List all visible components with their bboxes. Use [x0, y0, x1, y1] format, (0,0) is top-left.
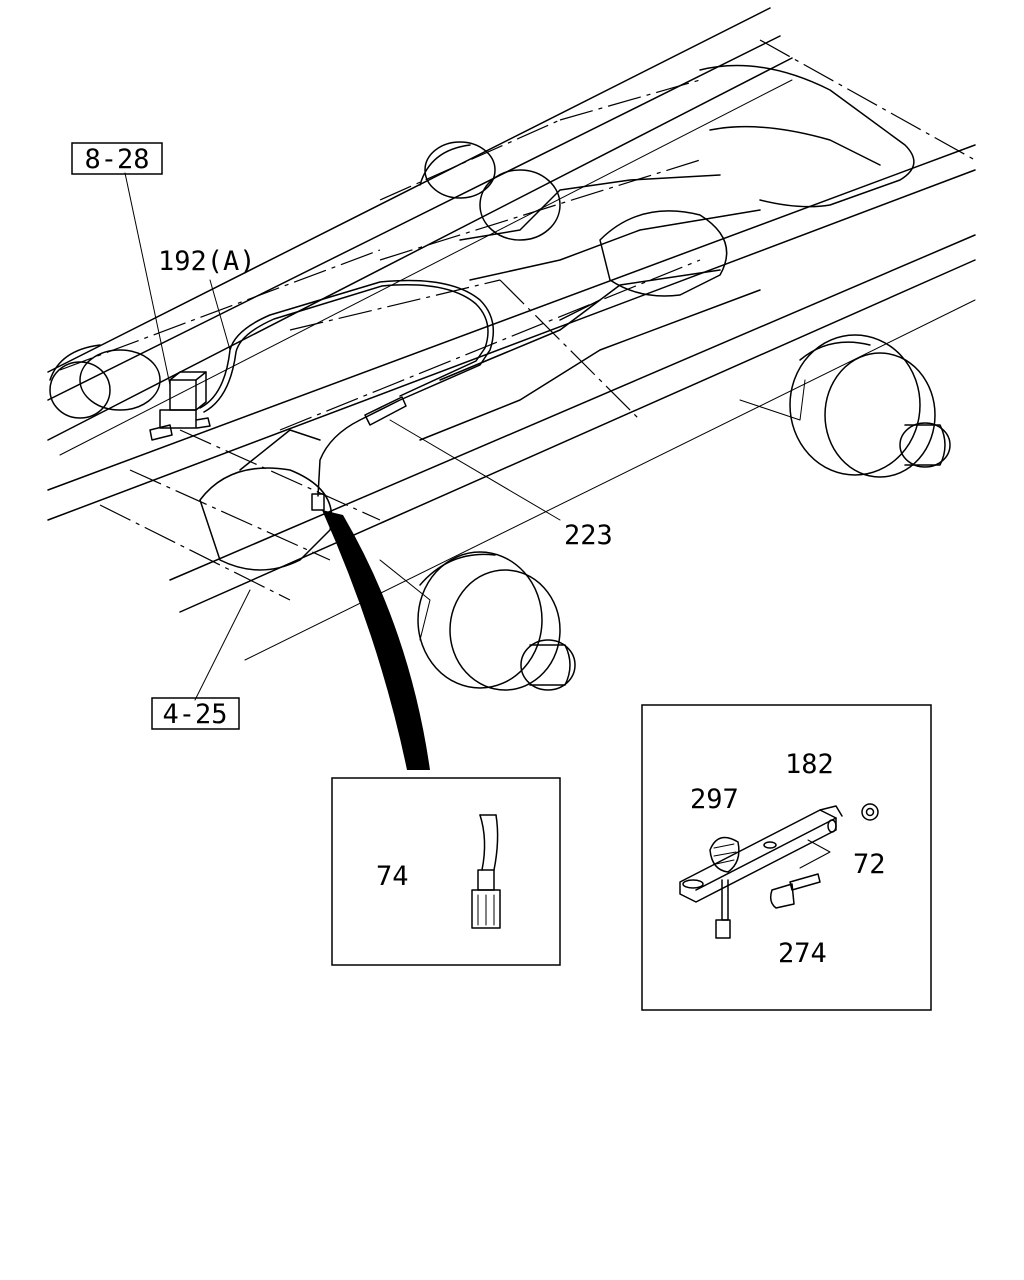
detail-box-bracket	[641, 704, 932, 1011]
hose-connector	[311, 493, 325, 511]
detail-pointer	[322, 510, 430, 770]
rear-hub-upper	[419, 141, 561, 241]
front-hub-right	[739, 334, 951, 478]
callout-182[interactable]: 182	[785, 749, 834, 780]
air-hose	[199, 279, 495, 497]
ref-box-4-25[interactable]: 4-25	[162, 699, 227, 730]
callout-223[interactable]: 223	[564, 520, 613, 551]
chassis-frame	[47, 7, 976, 661]
callout-274[interactable]: 274	[778, 938, 827, 969]
ref-box-4-25-frame	[151, 697, 240, 730]
callout-297[interactable]: 297	[690, 784, 739, 815]
detail-box-fitting	[331, 777, 561, 966]
solenoid-valve	[149, 371, 211, 441]
front-hub-lower	[379, 551, 576, 691]
callout-192a[interactable]: 192(A)	[158, 246, 256, 277]
ref-box-8-28-frame	[71, 142, 163, 175]
callout-72[interactable]: 72	[853, 849, 886, 880]
ref-box-8-28[interactable]: 8-28	[84, 144, 149, 175]
left-hub	[49, 344, 161, 419]
callout-74[interactable]: 74	[376, 861, 409, 892]
differential-housing	[199, 210, 728, 571]
